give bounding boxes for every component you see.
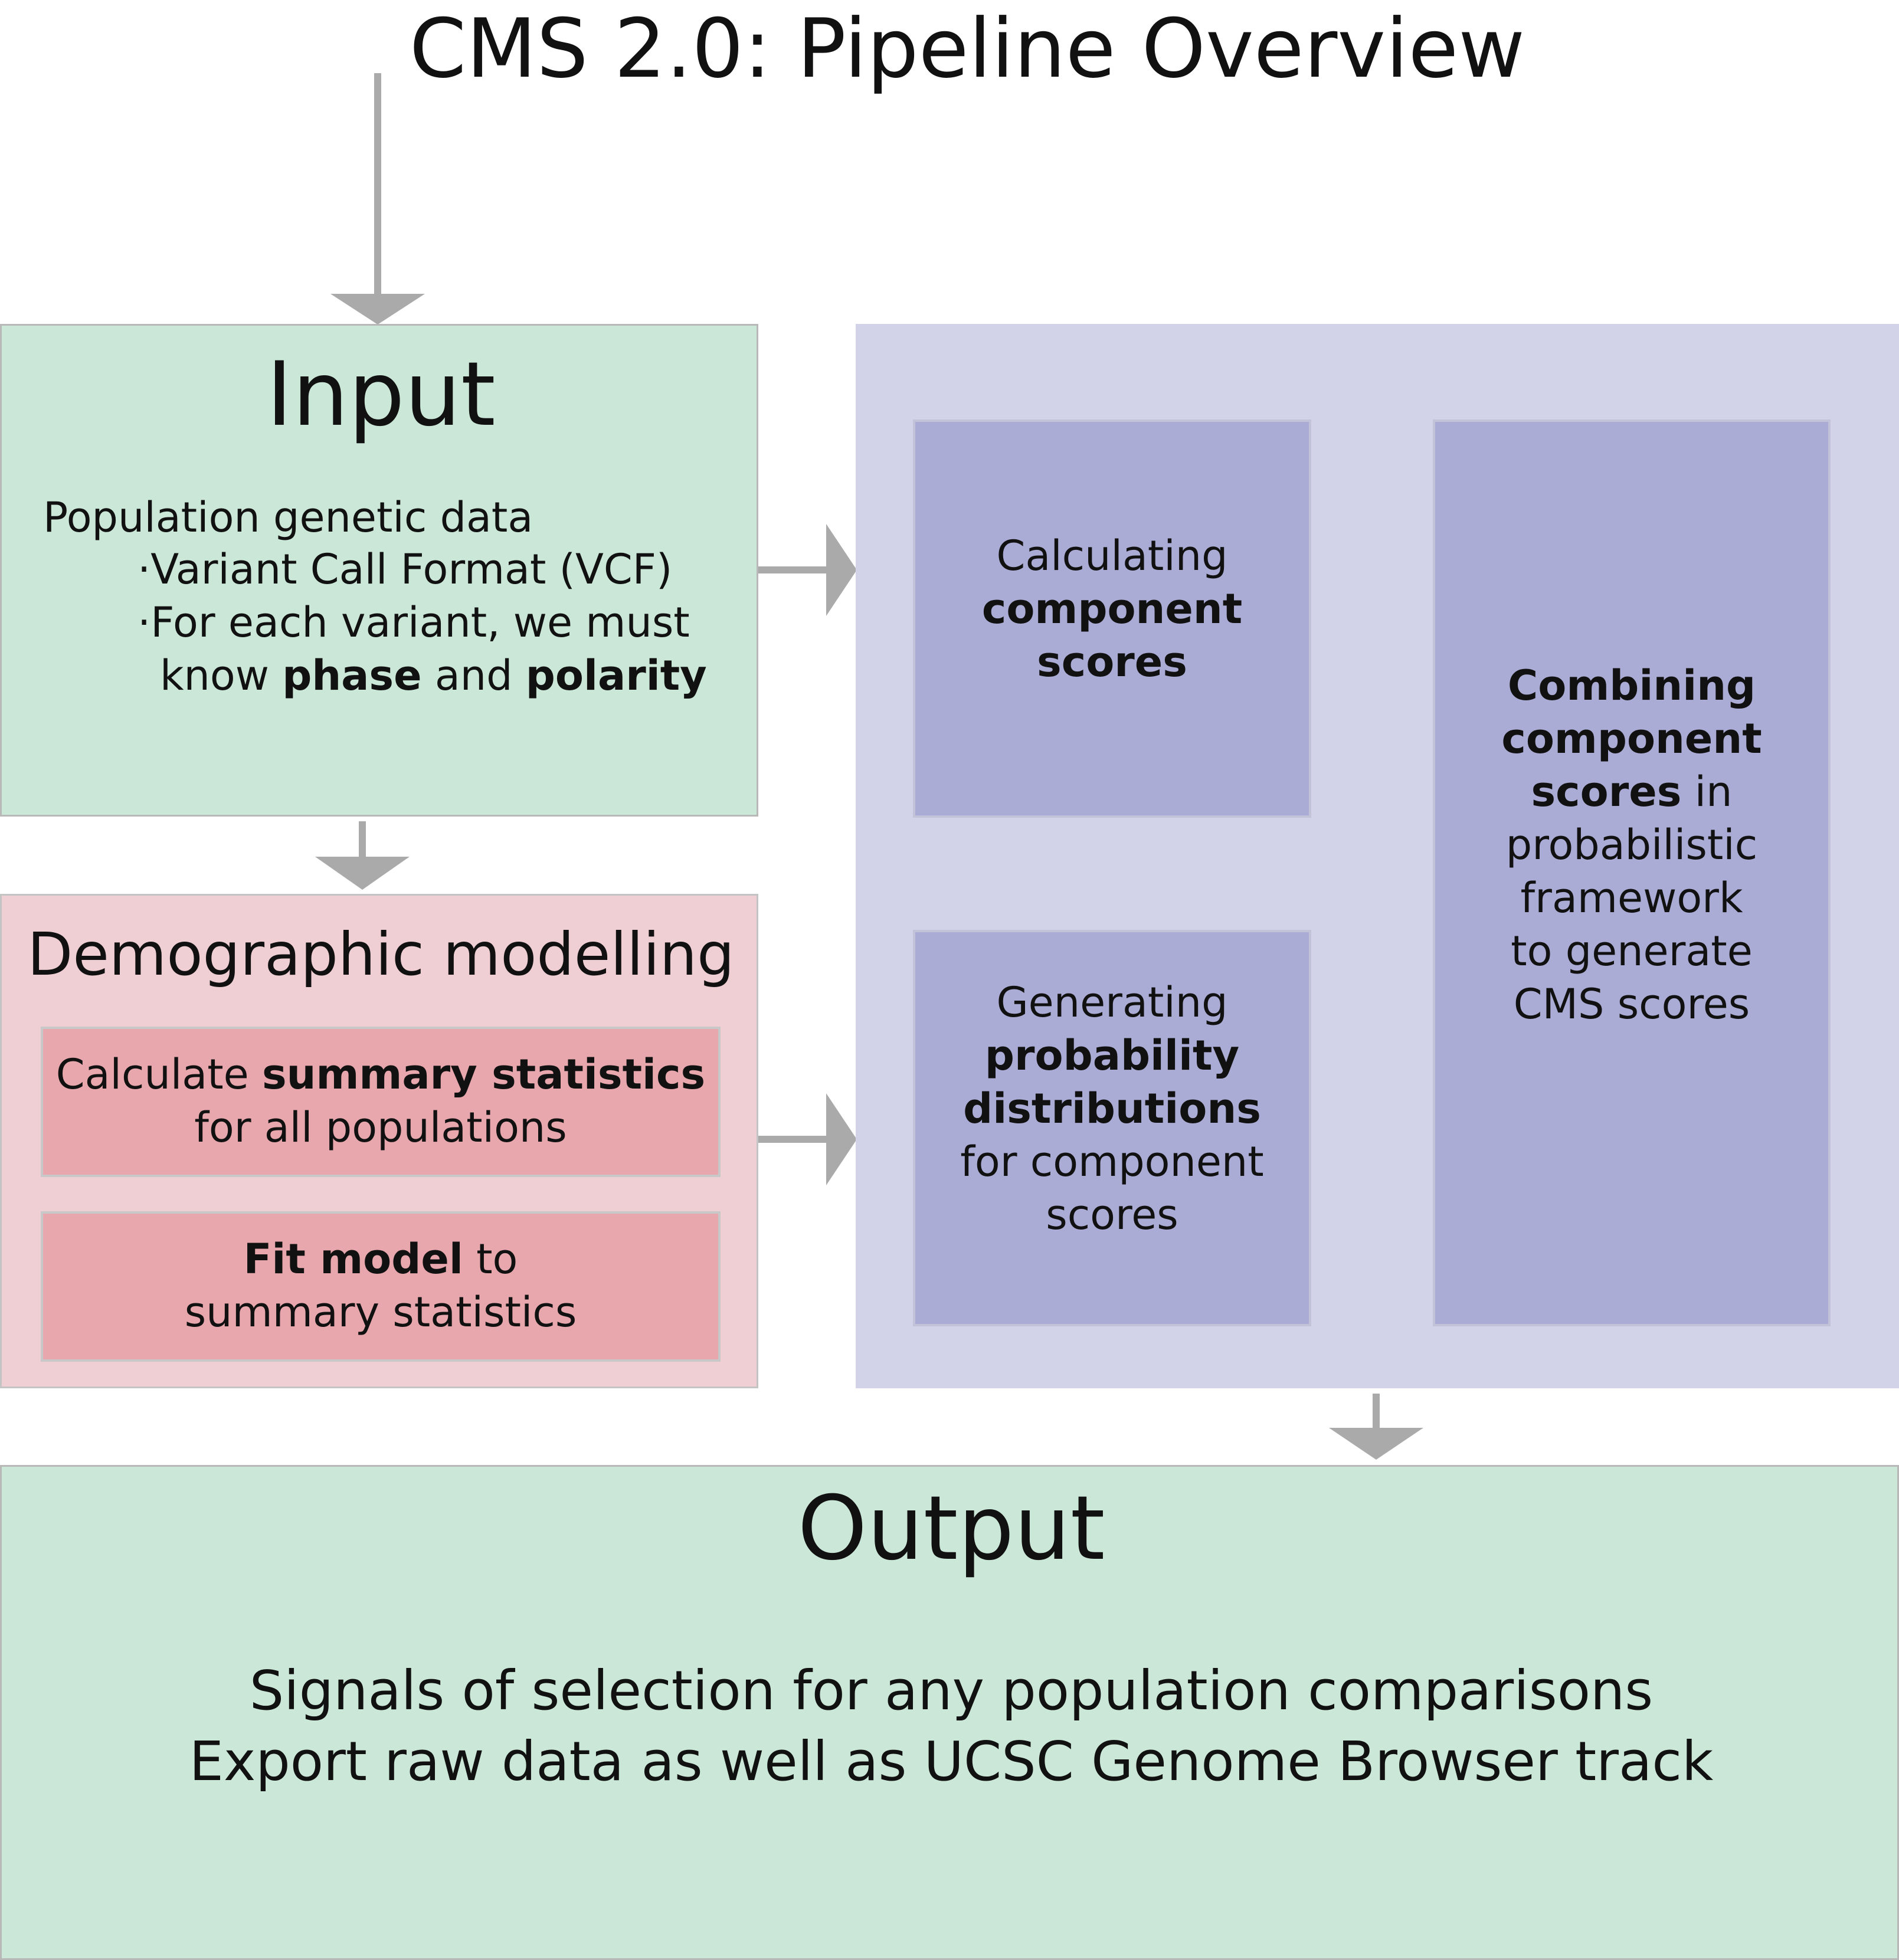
component-line2: component bbox=[915, 582, 1309, 635]
combining-line2: component bbox=[1435, 712, 1828, 765]
input-box: Input Population genetic data ·Variant C… bbox=[0, 324, 758, 817]
input-text-polarity: polarity bbox=[525, 651, 707, 700]
component-line1: Calculating bbox=[996, 532, 1228, 580]
distributions-line1: Generating bbox=[996, 978, 1228, 1027]
arrow-input-to-demographic-shaft bbox=[359, 821, 366, 858]
input-bullet-phase-continued: know phase and polarity bbox=[160, 649, 707, 702]
arrow-input-to-demographic-head bbox=[315, 857, 410, 890]
arrow-panel-to-output-head bbox=[1329, 1428, 1423, 1460]
combining-line4: probabilistic bbox=[1505, 821, 1758, 869]
output-heading: Output bbox=[797, 1477, 1105, 1580]
combining-in-text: in bbox=[1681, 768, 1733, 816]
input-text-know: know bbox=[160, 651, 283, 700]
arrow-demographic-to-panel-head bbox=[826, 1093, 857, 1185]
page-title: CMS 2.0: Pipeline Overview bbox=[409, 1, 1525, 96]
distributions-line4: for component bbox=[960, 1138, 1264, 1186]
arrow-demographic-to-panel-shaft bbox=[757, 1136, 828, 1143]
input-text-and: and bbox=[421, 651, 526, 700]
input-description: Population genetic data bbox=[43, 493, 533, 542]
component-scores-box: Calculating component scores bbox=[913, 419, 1311, 818]
fit-model-bold: Fit model bbox=[243, 1235, 463, 1283]
distributions-line5: scores bbox=[1046, 1191, 1178, 1239]
input-heading: Input bbox=[266, 343, 496, 446]
distributions-line2: probability bbox=[915, 1029, 1309, 1082]
output-box: Output Signals of selection for any popu… bbox=[0, 1465, 1899, 1960]
output-line2: Export raw data as well as UCSC Genome B… bbox=[189, 1730, 1714, 1793]
arrow-input-to-panel-shaft bbox=[757, 566, 828, 573]
summary-statistics-line2: for all populations bbox=[194, 1103, 567, 1152]
arrow-title-to-input-head bbox=[330, 294, 425, 325]
demographic-modelling-box: Demographic modelling Calculate summary … bbox=[0, 894, 758, 1388]
distributions-line3: distributions bbox=[915, 1082, 1309, 1135]
combining-bold3: scores bbox=[1531, 768, 1682, 816]
arrow-panel-to-output-shaft bbox=[1373, 1394, 1380, 1430]
combining-line1: Combining bbox=[1435, 659, 1828, 712]
combining-line5: framework bbox=[1520, 874, 1743, 922]
component-bold1: component bbox=[981, 585, 1243, 633]
component-bold2: scores bbox=[1037, 638, 1187, 686]
summary-calculate-text: Calculate bbox=[55, 1050, 262, 1099]
combining-bold2: component bbox=[1501, 714, 1762, 763]
input-bullet-phase-label: For each variant, we must bbox=[150, 598, 690, 647]
input-bullet-vcf: ·Variant Call Format (VCF) bbox=[137, 545, 673, 594]
summary-statistics-bold: summary statistics bbox=[261, 1050, 706, 1099]
output-line1: Signals of selection for any population … bbox=[249, 1659, 1654, 1722]
arrow-input-to-panel-head bbox=[826, 524, 857, 616]
combining-line6: to generate bbox=[1511, 927, 1753, 975]
combining-line3: scores in bbox=[1435, 765, 1828, 818]
combining-line7: CMS scores bbox=[1513, 980, 1750, 1028]
input-bullet-phase: ·For each variant, we must bbox=[137, 598, 690, 647]
arrow-title-to-input bbox=[374, 73, 381, 296]
fit-model-line2: summary statistics bbox=[184, 1288, 577, 1336]
input-text-phase: phase bbox=[282, 651, 422, 700]
distributions-bold1: probability bbox=[984, 1031, 1240, 1080]
combining-bold1: Combining bbox=[1507, 661, 1756, 710]
summary-statistics-box: Calculate summary statistics for all pop… bbox=[41, 1027, 721, 1177]
probability-distributions-box: Generating probability distributions for… bbox=[913, 930, 1311, 1326]
distributions-bold2: distributions bbox=[963, 1084, 1261, 1133]
summary-statistics-line1: Calculate summary statistics bbox=[43, 1048, 718, 1101]
fit-model-line1: Fit model to bbox=[43, 1233, 718, 1286]
component-line3: scores bbox=[915, 635, 1309, 689]
combining-scores-box: Combining component scores in probabilis… bbox=[1433, 419, 1831, 1326]
input-bullet-vcf-label: Variant Call Format (VCF) bbox=[150, 545, 673, 594]
demographic-heading: Demographic modelling bbox=[27, 920, 735, 989]
fit-model-to-text: to bbox=[463, 1235, 518, 1283]
fit-model-box: Fit model to summary statistics bbox=[41, 1211, 721, 1362]
